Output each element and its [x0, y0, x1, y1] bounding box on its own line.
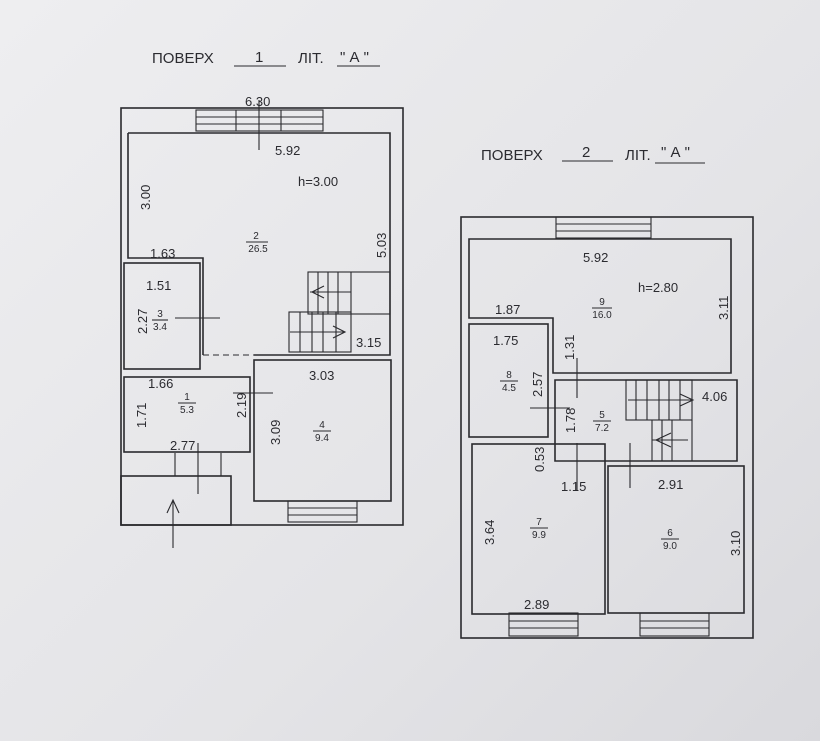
dimension-label: 1.15 — [561, 479, 586, 494]
floor2-plan: 5.92 h=2.80 3.11 1.87 1.75 1.31 2.57 1.7… — [460, 216, 754, 639]
dimension-label: 1.31 — [562, 335, 577, 360]
dimension-label: 1.66 — [148, 376, 173, 391]
dimension-label: 2.77 — [170, 438, 195, 453]
ceiling-height: h=2.80 — [638, 280, 678, 295]
dimension-label: 4.06 — [702, 389, 727, 404]
svg-text:16.0: 16.0 — [592, 310, 612, 321]
floor-number: 2 — [582, 144, 590, 161]
svg-text:2: 2 — [253, 231, 259, 242]
dimension-label: 6.30 — [245, 94, 270, 109]
window — [639, 612, 710, 637]
lit-label: ЛІТ. — [298, 50, 324, 67]
svg-text:7: 7 — [536, 517, 542, 528]
svg-text:5.3: 5.3 — [180, 405, 194, 416]
svg-text:26.5: 26.5 — [248, 244, 268, 255]
room-label: 84.5 — [500, 370, 518, 394]
floor-label: ПОВЕРХ — [481, 147, 543, 164]
ceiling-height: h=3.00 — [298, 174, 338, 189]
dimension-label: 1.63 — [150, 246, 175, 261]
svg-text:9.9: 9.9 — [532, 530, 546, 541]
lit-letter: " А " — [661, 144, 690, 161]
svg-text:3: 3 — [157, 309, 163, 320]
svg-text:3.4: 3.4 — [153, 322, 167, 333]
svg-text:4.5: 4.5 — [502, 383, 516, 394]
room-7 — [471, 443, 606, 615]
stairs-icon — [625, 379, 695, 461]
room-label: 33.4 — [152, 309, 168, 333]
dimension-label: 3.11 — [716, 296, 731, 320]
floor1-plan: 6.30 5.92 h=3.00 3.00 5.03 1.63 1.51 2.2… — [120, 94, 404, 548]
room-1 — [123, 376, 251, 453]
dimension-label: 2.19 — [234, 393, 249, 418]
svg-text:8: 8 — [506, 370, 512, 381]
svg-text:9: 9 — [599, 297, 605, 308]
floor-number: 1 — [255, 49, 263, 66]
room-label: 916.0 — [592, 297, 612, 321]
floor-label: ПОВЕРХ — [152, 50, 214, 67]
svg-text:6: 6 — [667, 528, 673, 539]
svg-text:9.4: 9.4 — [315, 433, 329, 444]
svg-text:4: 4 — [319, 420, 325, 431]
dimension-label: 2.57 — [530, 372, 545, 397]
window — [287, 500, 358, 523]
dimension-label: 1.78 — [563, 408, 578, 433]
stairs-icon — [288, 271, 391, 353]
room-9 — [468, 238, 732, 374]
svg-text:7.2: 7.2 — [595, 423, 609, 434]
room-label: 79.9 — [530, 517, 548, 541]
dimension-label: 5.92 — [583, 250, 608, 265]
room-label: 15.3 — [178, 392, 196, 416]
dimension-label: 3.09 — [268, 420, 283, 445]
outer-wall — [120, 107, 404, 526]
floor2-title: ПОВЕРХ 2 ЛІТ. " А " — [481, 144, 705, 164]
dimension-label: 1.71 — [134, 403, 149, 428]
room-label: 49.4 — [313, 420, 331, 444]
dimension-label: 1.75 — [493, 333, 518, 348]
svg-text:1: 1 — [184, 392, 190, 403]
svg-text:9.0: 9.0 — [663, 541, 677, 552]
dimension-label: 2.27 — [135, 309, 150, 334]
dimension-label: 1.87 — [495, 302, 520, 317]
dimension-label: 0.53 — [532, 447, 547, 472]
lit-letter: " А " — [340, 49, 369, 66]
room-label: 226.5 — [246, 231, 268, 255]
dimension-label: 5.92 — [275, 143, 300, 158]
porch — [120, 475, 232, 526]
dimension-label: 3.15 — [356, 335, 381, 350]
room-3 — [123, 262, 201, 370]
dimension-label: 5.03 — [374, 233, 389, 258]
dimension-label: 1.51 — [146, 278, 171, 293]
dimension-label: 3.03 — [309, 368, 334, 383]
svg-text:5: 5 — [599, 410, 605, 421]
floor1-title: ПОВЕРХ 1 ЛІТ. " А " — [152, 49, 380, 67]
window — [555, 216, 652, 239]
dimension-label: 2.91 — [658, 477, 683, 492]
room-label: 69.0 — [661, 528, 679, 552]
dimension-label: 3.64 — [482, 520, 497, 545]
dimension-label: 3.00 — [138, 185, 153, 210]
room-label: 57.2 — [593, 410, 611, 434]
dimension-label: 2.89 — [524, 597, 549, 612]
room-8 — [468, 323, 549, 438]
window — [508, 612, 579, 637]
dimension-label: 3.10 — [728, 531, 743, 556]
lit-label: ЛІТ. — [625, 147, 651, 164]
